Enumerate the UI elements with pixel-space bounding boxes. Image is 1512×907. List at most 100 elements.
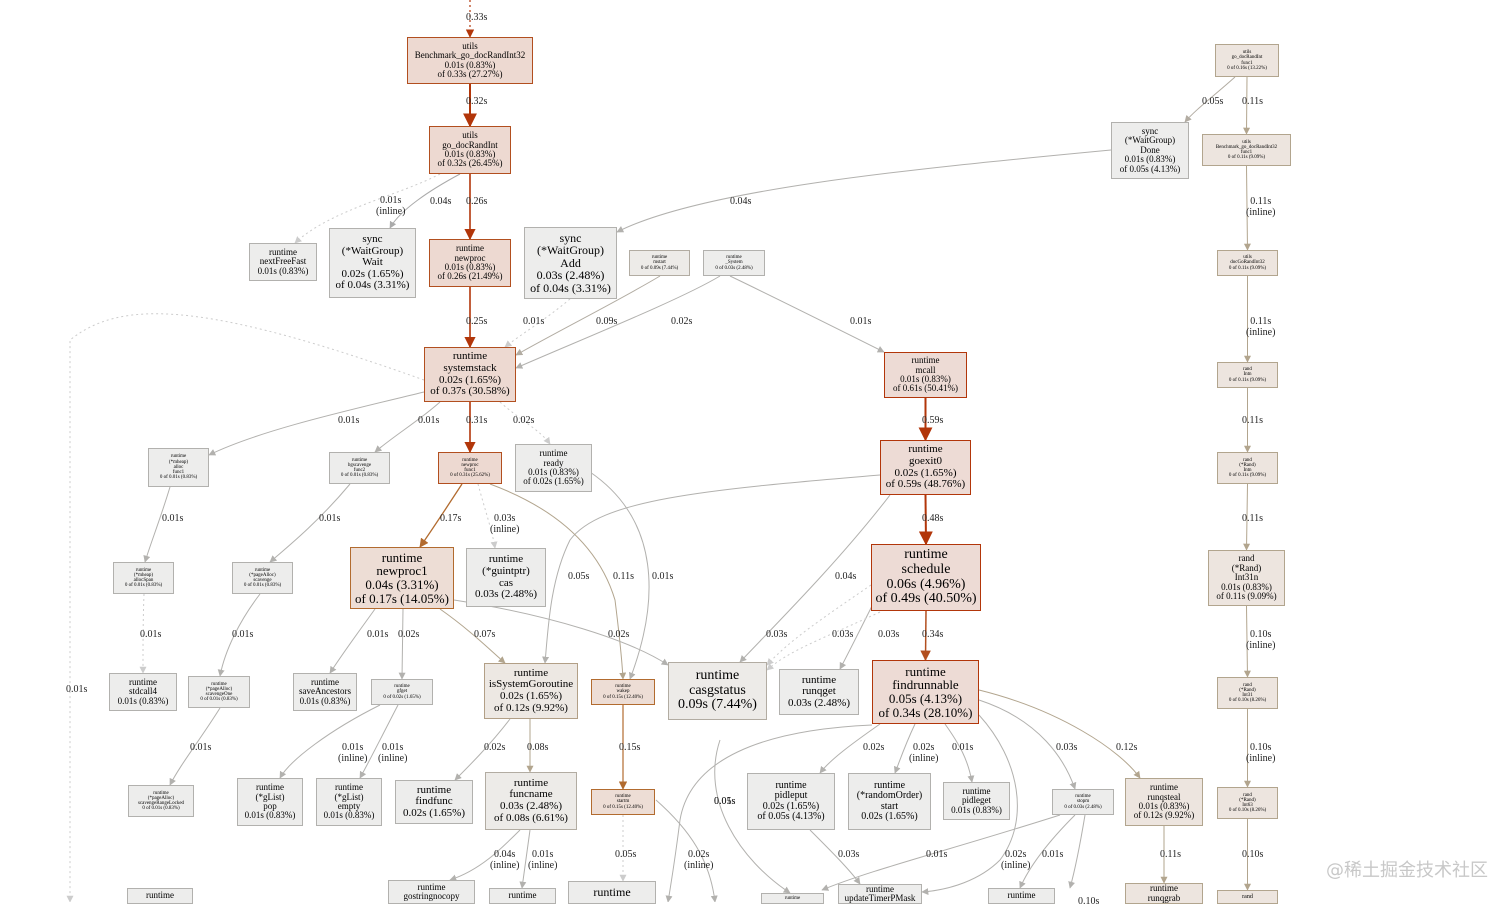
node-text-line: 0.03s (2.48%) [499, 800, 563, 812]
node-text-line: runtime [801, 673, 837, 686]
call-edge [1243, 605, 1251, 678]
node-text-line: 0.01s (0.83%) [117, 695, 169, 706]
node-text-line: of 0.04s (3.31%) [530, 280, 611, 295]
node-text-line: runtime [452, 350, 488, 363]
edge-label: 0.17s [440, 513, 462, 524]
node-text-line: bgscavenge [347, 462, 372, 468]
node-text-line: utils [462, 130, 478, 141]
call-edge [143, 486, 171, 563]
edge-label: 0.01s [232, 629, 254, 640]
node-text-line: 0 of 0.10s (8.26%) [1228, 808, 1267, 814]
call-edge [819, 723, 881, 774]
node-runtimeStartmChild[interactable]: runtime [568, 881, 656, 904]
node-text-line: utils [462, 40, 478, 51]
edge-label: 0.11s [613, 571, 635, 582]
node-text-line: 0.01s (0.83%) [444, 149, 496, 159]
node-runtimePidleChild[interactable]: runtime [761, 893, 824, 904]
node-text-line: scavengeRangeLocked [137, 801, 185, 806]
node-text-line: (*gList) [255, 791, 285, 802]
node-text-line: runtime [311, 676, 339, 687]
edge-label: 0.01s [418, 415, 440, 426]
call-edge [1068, 814, 1086, 889]
edge-label: 0.04s(inline) [490, 849, 520, 871]
edge-label: 0.11s [1242, 513, 1264, 524]
node-text-line: runtime [416, 783, 452, 796]
edge-label: 0.25s [466, 316, 488, 327]
node-text-line: (*Rand) [1239, 687, 1256, 693]
node-text-line: (*randomOrder) [856, 790, 923, 801]
node-text-line: 0 of 0.09s (7.44%) [640, 265, 679, 271]
edge-label: 0.10s [1242, 849, 1264, 860]
edge-label: 0.59s [922, 415, 944, 426]
node-text-line: gostringnocopy [403, 891, 460, 901]
call-edge [839, 599, 876, 670]
node-text-line: runtime [726, 255, 742, 261]
node-text-line: runtime [381, 549, 423, 565]
node-text-line: 0.01s (0.83%) [1124, 154, 1176, 165]
call-edge [766, 584, 872, 666]
call-edge [978, 699, 1077, 790]
node-text-line: scavenge [253, 578, 272, 583]
node-text-line: runtime [1150, 782, 1178, 793]
call-edge [515, 275, 661, 356]
edge-label: 0.05s [615, 849, 637, 860]
node-text-line: (*WaitGroup) [341, 244, 404, 257]
node-text-line: of 0.59s (48.76%) [885, 478, 966, 491]
call-edge [66, 313, 425, 902]
node-text-line: (*guintptr) [482, 564, 530, 577]
